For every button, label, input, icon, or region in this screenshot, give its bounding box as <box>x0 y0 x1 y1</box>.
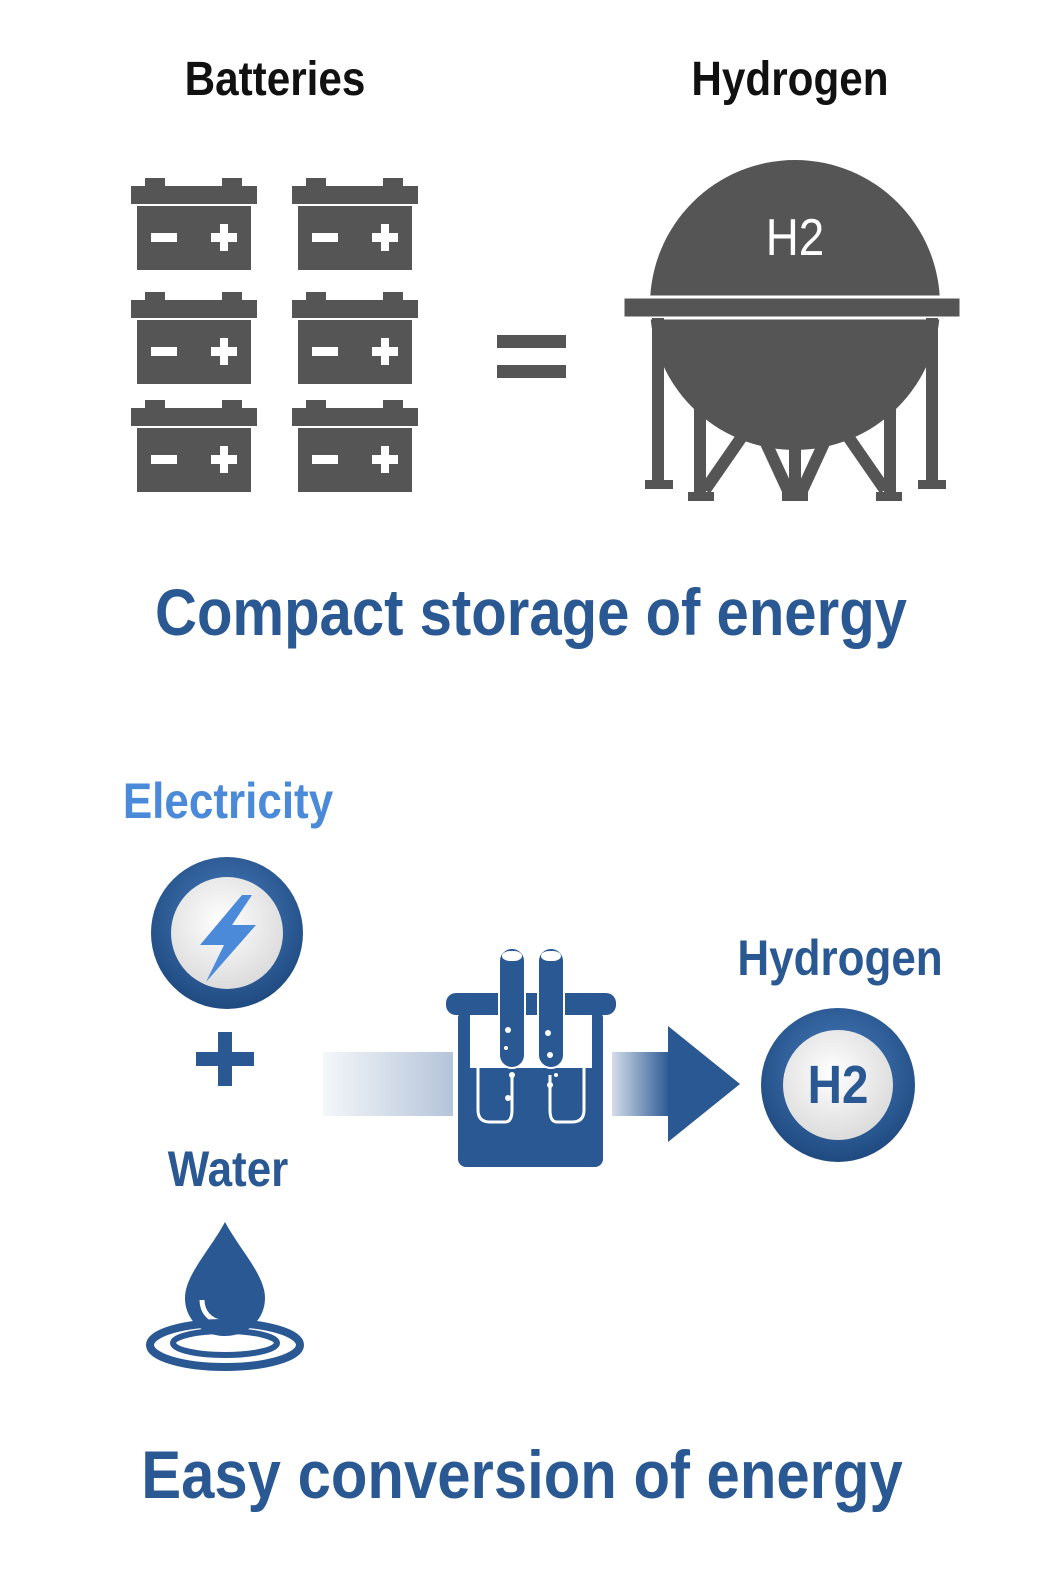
hydrogen-tank-icon <box>621 160 963 501</box>
battery-icon <box>131 178 257 270</box>
arrow-right-icon <box>612 1026 740 1142</box>
compact-storage-caption: Compact storage of energy <box>155 575 907 649</box>
h2-badge-label: H2 <box>807 1055 869 1115</box>
hydrogen-output-label: Hydrogen <box>737 930 943 986</box>
equals-icon <box>497 335 566 378</box>
electrolyzer-icon <box>446 947 616 1167</box>
battery-icon <box>292 178 418 270</box>
h2-circle-icon <box>761 1008 915 1162</box>
plus-icon <box>196 1032 254 1086</box>
water-label: Water <box>167 1141 289 1197</box>
input-flow-band <box>323 1052 453 1116</box>
easy-conversion-caption: Easy conversion of energy <box>141 1437 903 1513</box>
battery-grid-icon <box>131 178 418 492</box>
water-drop-icon <box>146 1222 304 1371</box>
hydrogen-label: Hydrogen <box>691 53 889 106</box>
battery-icon <box>131 292 257 384</box>
battery-icon <box>292 292 418 384</box>
battery-icon <box>131 400 257 492</box>
electricity-label: Electricity <box>122 773 334 829</box>
tank-h2-label: H2 <box>765 209 825 267</box>
battery-icon <box>292 400 418 492</box>
batteries-label: Batteries <box>184 53 366 106</box>
lightning-circle-icon <box>151 857 303 1009</box>
